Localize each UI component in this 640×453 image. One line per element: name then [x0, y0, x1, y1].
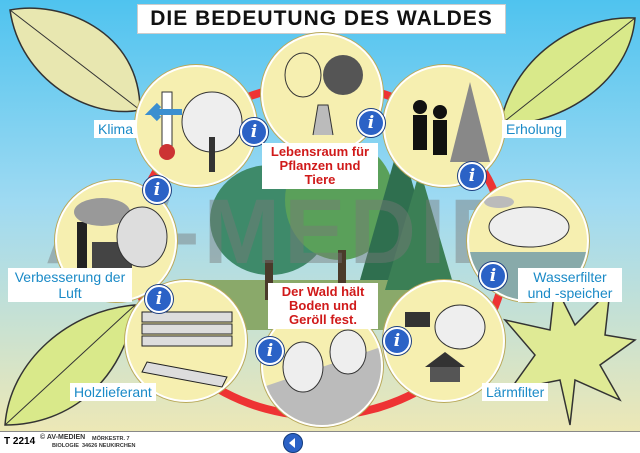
- info-button-luft[interactable]: i: [143, 176, 171, 204]
- label-klima: Klima: [94, 120, 138, 138]
- leaf-top-right-icon: [499, 17, 636, 126]
- circle-lebensraum: [261, 33, 383, 155]
- leaf-bottom-left-icon: [4, 304, 136, 426]
- info-button-erholung[interactable]: i: [458, 162, 486, 190]
- publisher-line1: © AV-MEDIEN: [40, 434, 86, 441]
- info-button-wasser[interactable]: i: [479, 262, 507, 290]
- footer-bar: T 2214 © AV-MEDIEN BIOLOGIE MÖRKESTR. 7 …: [0, 431, 640, 453]
- label-holz: Holzlieferant: [70, 383, 156, 401]
- publisher-line2: BIOLOGIE: [52, 443, 79, 449]
- info-button-klima[interactable]: i: [240, 118, 268, 146]
- product-code: T 2214: [4, 436, 36, 447]
- info-button-boden[interactable]: i: [256, 337, 284, 365]
- circle-klima: [135, 65, 257, 187]
- address-line1: MÖRKESTR. 7: [92, 436, 130, 442]
- label-luft: Verbesserung der Luft: [8, 268, 132, 302]
- circle-erholung: [383, 65, 505, 187]
- oak-leaf-top-left-icon: [9, 7, 141, 113]
- info-button-holz[interactable]: i: [145, 285, 173, 313]
- address-line2: 34626 NEUKIRCHEN: [82, 443, 136, 449]
- label-wasser: Wasserfilter und -speicher: [518, 268, 622, 302]
- back-arrow-icon[interactable]: [283, 433, 303, 453]
- label-laerm: Lärmfilter: [482, 383, 549, 401]
- label-boden: Der Wald hält Boden und Geröll fest.: [268, 283, 378, 329]
- label-erholung: Erholung: [502, 120, 567, 138]
- info-button-laerm[interactable]: i: [383, 327, 411, 355]
- label-lebensraum: Lebensraum für Pflanzen und Tiere: [262, 143, 378, 189]
- page-title: DIE BEDEUTUNG DES WALDES: [137, 4, 506, 34]
- maple-leaf-bottom-right-icon: [502, 282, 637, 426]
- info-button-lebensraum[interactable]: i: [357, 109, 385, 137]
